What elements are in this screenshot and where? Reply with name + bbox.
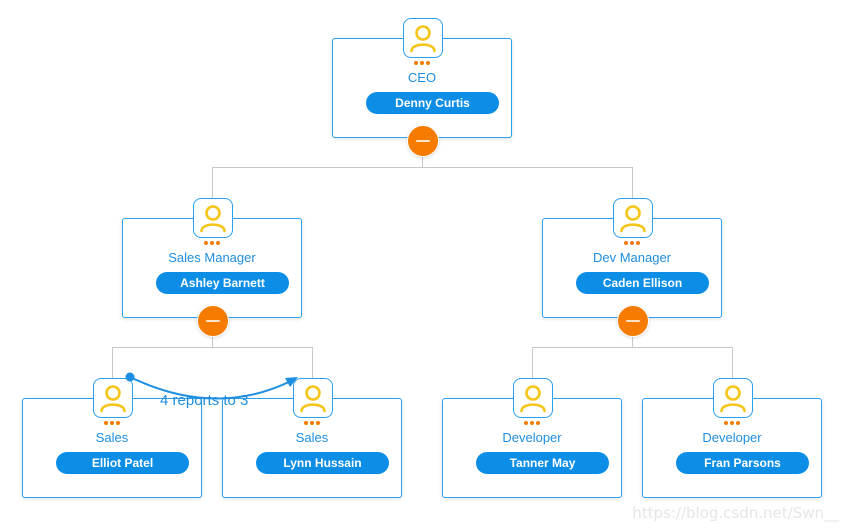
node-role: Developer <box>502 430 562 445</box>
person-icon <box>713 378 753 418</box>
minus-icon <box>206 320 220 322</box>
connector-to-developer-2 <box>732 347 733 378</box>
more-options-icon[interactable] <box>333 61 511 67</box>
connector-to-sales-manager <box>212 167 213 198</box>
connector-to-sales-2 <box>312 347 313 378</box>
org-node-developer-2[interactable]: Developer Fran Parsons <box>642 378 822 498</box>
node-name: Fran Parsons <box>676 452 809 474</box>
collapse-button[interactable] <box>617 305 649 337</box>
reports-to-link-path <box>129 376 292 400</box>
more-options-icon[interactable] <box>23 421 201 427</box>
more-options-icon[interactable] <box>443 421 621 427</box>
more-options-icon[interactable] <box>123 241 301 247</box>
connector-to-developer-1 <box>532 347 533 378</box>
node-name: Lynn Hussain <box>256 452 389 474</box>
org-node-sales-manager[interactable]: Sales Manager Ashley Barnett <box>122 198 302 337</box>
more-options-icon[interactable] <box>543 241 721 247</box>
connector-sales-down <box>212 333 213 348</box>
person-icon <box>613 198 653 238</box>
person-icon <box>93 378 133 418</box>
org-node-dev-manager[interactable]: Dev Manager Caden Ellison <box>542 198 722 337</box>
org-node-developer-1[interactable]: Developer Tanner May <box>442 378 622 498</box>
connector-dev-horizontal <box>532 347 733 348</box>
collapse-button[interactable] <box>407 125 439 157</box>
connector-dev-down <box>632 333 633 348</box>
person-icon <box>513 378 553 418</box>
collapse-button[interactable] <box>197 305 229 337</box>
node-role: Sales Manager <box>168 250 256 265</box>
node-role: CEO <box>407 70 437 85</box>
more-options-icon[interactable] <box>223 421 401 427</box>
node-role: Dev Manager <box>592 250 672 265</box>
node-role: Sales <box>295 430 329 445</box>
node-name: Ashley Barnett <box>156 272 289 294</box>
node-name: Denny Curtis <box>366 92 499 114</box>
node-role: Sales <box>95 430 129 445</box>
more-options-icon[interactable] <box>643 421 821 427</box>
watermark: https://blog.csdn.net/Swn__ <box>632 504 839 522</box>
connector-ceo-down <box>422 153 423 168</box>
connector-to-dev-manager <box>632 167 633 198</box>
connector-to-sales-1 <box>112 347 113 378</box>
org-node-ceo[interactable]: CEO Denny Curtis <box>332 18 512 157</box>
connector-top-horizontal <box>212 167 633 168</box>
person-icon <box>293 378 333 418</box>
minus-icon <box>626 320 640 322</box>
node-name: Tanner May <box>476 452 609 474</box>
node-name: Elliot Patel <box>56 452 189 474</box>
org-node-sales-1[interactable]: Sales Elliot Patel <box>22 378 202 498</box>
node-name: Caden Ellison <box>576 272 709 294</box>
person-icon <box>193 198 233 238</box>
node-role: Developer <box>702 430 762 445</box>
minus-icon <box>416 140 430 142</box>
org-node-sales-2[interactable]: Sales Lynn Hussain <box>222 378 402 498</box>
connector-sales-horizontal <box>112 347 313 348</box>
person-icon <box>403 18 443 58</box>
